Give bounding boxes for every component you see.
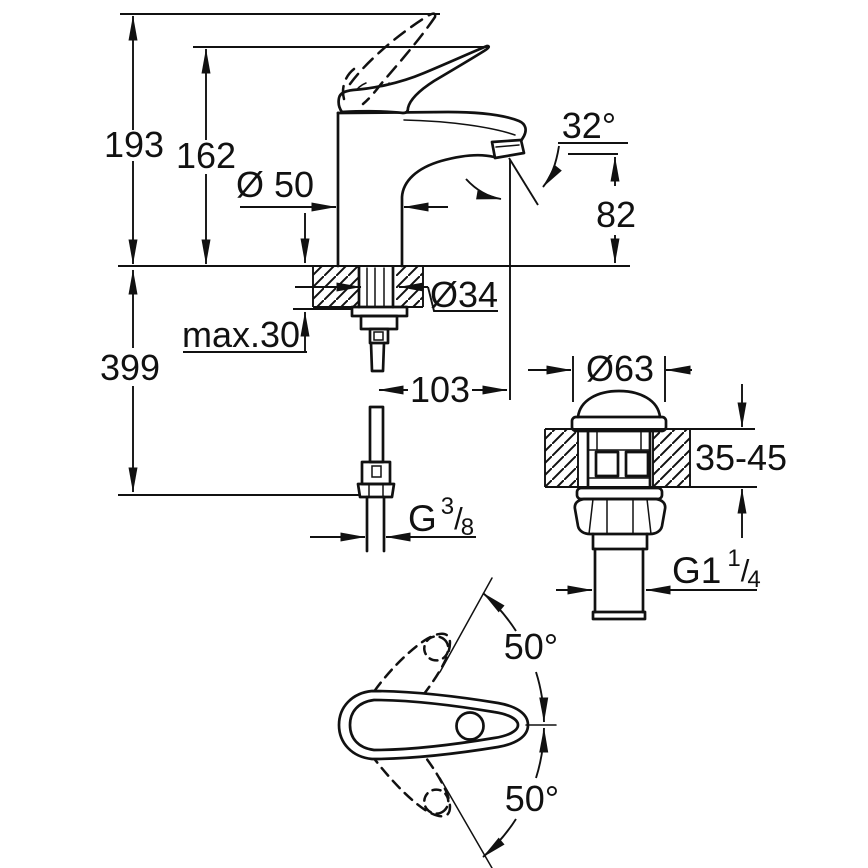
- spout-underside: [400, 153, 496, 268]
- handle-top-outline: [337, 689, 530, 761]
- spout-inner-line: [403, 119, 516, 136]
- hose-lower: [368, 405, 385, 464]
- hose-upper: [369, 341, 386, 373]
- dimension-height-to-lever: 162: [176, 46, 487, 265]
- waste-hex-nut: [573, 497, 667, 536]
- dim-3545-label: 35-45: [695, 437, 787, 478]
- dashed-handle-outline: [373, 732, 452, 818]
- dimensions: 193 162 399 Ø 50 max.30: [100, 13, 787, 858]
- dim-32deg-label: 32°: [562, 105, 616, 146]
- dim-dia50-label: Ø 50: [236, 164, 314, 205]
- shank-outer: [357, 265, 395, 309]
- dim-162-label: 162: [176, 135, 236, 176]
- arc-inner: [535, 727, 549, 779]
- dimension-outlet-height: 82: [568, 153, 636, 264]
- dim-399-label: 399: [100, 347, 160, 388]
- shank-threads: [366, 267, 385, 307]
- hex-nut-facets: [588, 498, 652, 535]
- arc-inner: [535, 671, 549, 723]
- waste-washer: [575, 486, 664, 501]
- dim-50deg-upper-label: 50°: [504, 626, 558, 667]
- aerator-outline: [490, 138, 526, 160]
- dimension-hole-diameter: Ø34: [295, 274, 498, 315]
- dimension-waste-counter-range: 35-45: [695, 384, 787, 538]
- dimension-swing-upper: 50°: [482, 592, 558, 723]
- faucet-front-view: [118, 12, 630, 553]
- waste-neck: [591, 532, 649, 551]
- dim-max30-label: max.30: [182, 314, 300, 355]
- dashed-handle-outline: [373, 632, 452, 718]
- waste-tube-details: [587, 430, 651, 479]
- dimension-swing-lower: 50°: [482, 727, 559, 858]
- lever-handle-side: [337, 44, 491, 115]
- handle-top-dot: [455, 711, 485, 741]
- dim-dia34-label: Ø34: [430, 274, 498, 315]
- faucet-body: [336, 82, 527, 268]
- leader-line: [427, 286, 498, 312]
- waste-cap-rim: [570, 415, 668, 433]
- supply-hose: [356, 341, 396, 553]
- dashed-handle-dot: [423, 788, 450, 815]
- handle-top-inner: [348, 698, 520, 752]
- dim-82-label: 82: [596, 194, 636, 235]
- dim-50deg-lower-label: 50°: [505, 778, 559, 819]
- dimension-total-height: 193: [104, 13, 440, 265]
- handle-position-lower-dashed: [373, 732, 452, 818]
- mounting-deck: [118, 265, 630, 308]
- connector-nut: [356, 482, 396, 499]
- dim-193-label: 193: [104, 124, 164, 165]
- spout-top-edge: [336, 110, 527, 143]
- extension-lines: [572, 356, 666, 402]
- connection-pipe: [365, 495, 386, 553]
- flow-arc: [465, 178, 502, 200]
- handle-top-view: [337, 577, 557, 868]
- waste-deck-hatch-right: [653, 429, 690, 487]
- handle-position-upper-dashed: [373, 632, 452, 718]
- check-valve: [368, 327, 390, 345]
- dim-103-label: 103: [410, 369, 470, 410]
- tailpipe-rim: [591, 610, 647, 621]
- stream-line: [508, 157, 539, 206]
- dimension-waste-cap-diameter: Ø63: [528, 348, 692, 402]
- waste-cap-dome: [576, 389, 662, 419]
- arc-outer: [482, 592, 517, 632]
- angle-arc: [542, 145, 562, 188]
- dimension-max-counter: max.30: [182, 213, 352, 355]
- arc-outer: [482, 818, 517, 858]
- aerator-inner-line: [495, 144, 520, 148]
- aerator: [490, 138, 526, 160]
- dimension-spout-projection: 103: [378, 160, 511, 410]
- dimension-install-height: 399: [100, 269, 360, 496]
- mounting-shank: [350, 265, 409, 345]
- dim-dia63-label: Ø63: [586, 348, 654, 389]
- overflow-window-right: [624, 450, 650, 478]
- connector-window: [371, 465, 382, 478]
- waste-tailpipe: [593, 547, 645, 614]
- dashed-handle-dot: [423, 635, 450, 662]
- waste-deck-hatch-left: [545, 429, 578, 487]
- dimension-spray-angle: 32°: [465, 105, 628, 206]
- waste-body: [586, 429, 652, 489]
- overflow-window-left: [594, 450, 620, 478]
- check-valve-window: [373, 331, 384, 341]
- waste-drain-view: [544, 389, 757, 621]
- dimension-base-diameter: Ø 50: [236, 164, 448, 212]
- leader-lines: [183, 308, 352, 353]
- shank-nut: [359, 314, 399, 331]
- connector-nut-facets: [368, 483, 384, 498]
